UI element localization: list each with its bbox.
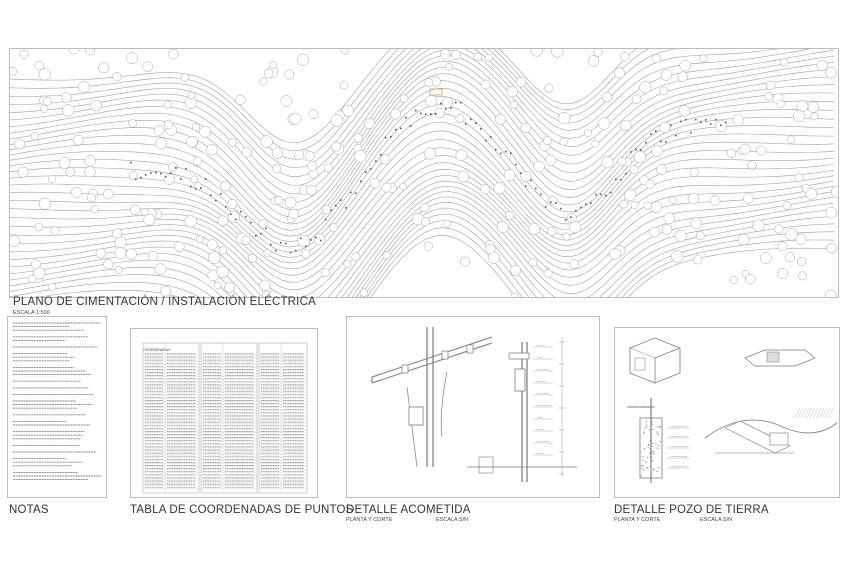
acometida-subtitle: PLANTA Y CORTE	[346, 517, 393, 523]
acometida-detail-drawing	[371, 327, 577, 482]
acometida-scale: ESCALA S/N	[436, 517, 469, 523]
table-title: TABLA DE COORDENADAS DE PUNTOS	[130, 504, 354, 516]
transformer-label: TRANSFORMADOR	[627, 405, 656, 409]
pozo-scale: ESCALA S/N	[700, 517, 733, 523]
pozo-tierra-detail-panel: TRANSFORMADOR	[614, 327, 840, 498]
acometida-detail-panel	[346, 316, 600, 498]
site-plan-panel	[9, 48, 839, 298]
coordinates-table-panel: COORDENADAS	[130, 328, 318, 498]
plan-scale: ESCALA 1:500	[13, 310, 50, 316]
pozo-subtitle: PLANTA Y CORTE	[614, 517, 661, 523]
table-header: COORDENADAS	[143, 348, 171, 352]
pozo-title: DETALLE POZO DE TIERRA	[614, 504, 769, 516]
plan-title: PLANO DE CIMENTACIÓN / INSTALACIÓN ELÉCT…	[13, 296, 316, 308]
coordinates-table: COORDENADAS	[142, 342, 308, 494]
notes-title: NOTAS	[9, 504, 49, 516]
contour-plan-drawing	[10, 49, 838, 297]
notes-panel	[7, 316, 107, 498]
pozo-tierra-detail-drawing: TRANSFORMADOR	[627, 337, 838, 483]
acometida-title: DETALLE ACOMETIDA	[346, 504, 471, 516]
notes-text-block	[13, 322, 101, 481]
